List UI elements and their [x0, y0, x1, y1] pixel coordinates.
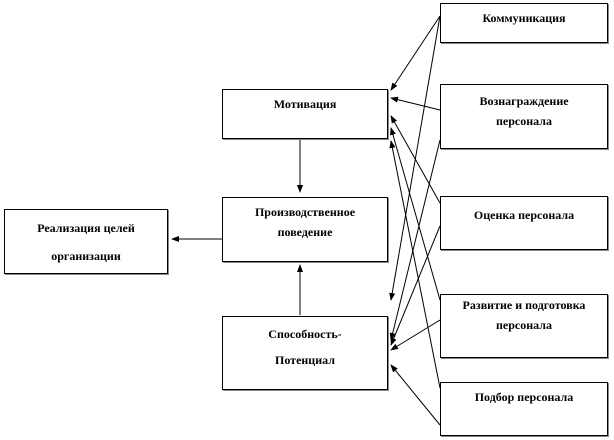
node-reward: Вознаграждение персонала [440, 84, 608, 149]
arrow-factor-link [389, 15, 441, 301]
arrow-factor-link [390, 15, 441, 91]
node-communication: Коммуникация [440, 3, 608, 43]
arrow-factor-link [390, 364, 441, 426]
arrow-factor-link [390, 115, 441, 204]
arrow-factor-link [390, 96, 441, 111]
node-assessment: Оценка персонала [440, 196, 608, 250]
node-ability: Способность-Потенциал [222, 316, 388, 390]
arrow-factor-link [389, 139, 441, 341]
node-selection: Подбор персонала [440, 382, 608, 436]
node-motivation: Мотивация [222, 89, 388, 139]
node-development: Развитие и подготовка персонала [440, 294, 608, 358]
arrow-factor-link [390, 127, 441, 301]
arrow-factor-link [390, 225, 441, 346]
node-production-behavior: Производственное поведение [222, 197, 388, 262]
arrow-factor-link [390, 319, 441, 351]
arrow-factor-link [389, 140, 441, 389]
